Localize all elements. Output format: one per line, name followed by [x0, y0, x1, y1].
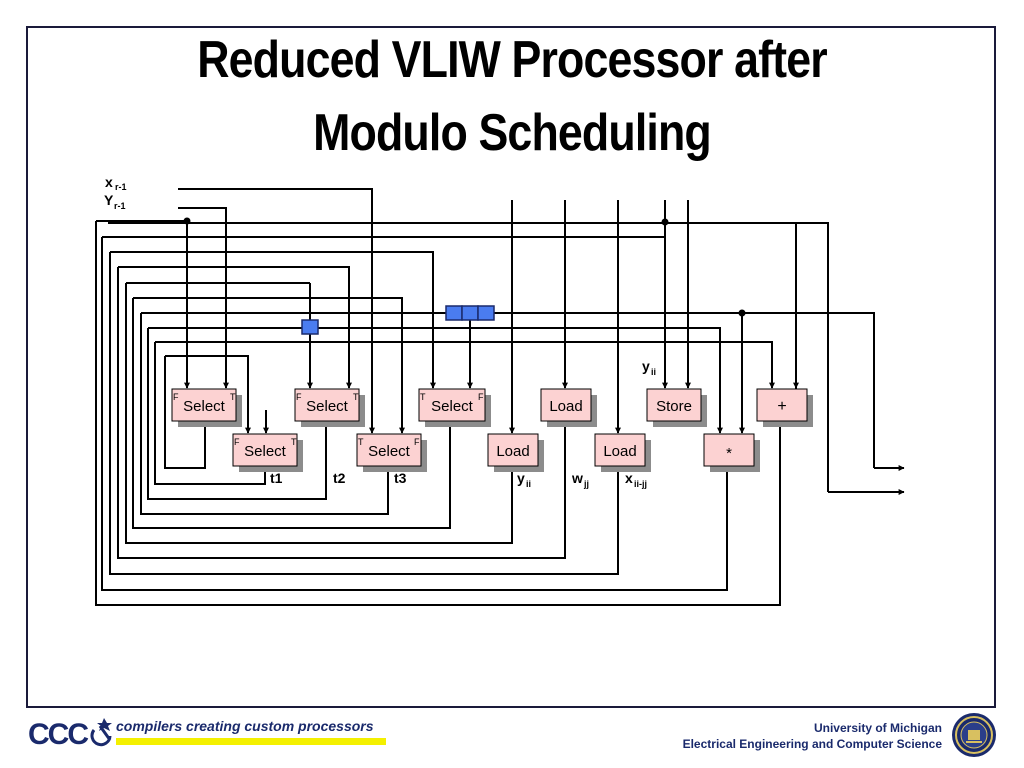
svg-text:T: T	[291, 437, 297, 447]
signal-y: y	[517, 470, 525, 486]
svg-text:Load: Load	[549, 398, 582, 415]
svg-text:T: T	[230, 392, 236, 402]
signal-y-subscript: ii	[526, 479, 531, 489]
university-block: University of Michigan Electrical Engine…	[683, 720, 942, 752]
svg-text:+: +	[777, 398, 786, 415]
svg-text:Select: Select	[431, 398, 474, 415]
svg-text:Store: Store	[656, 398, 692, 415]
register-single	[301, 319, 319, 335]
svg-text:F: F	[478, 392, 484, 402]
registers	[301, 305, 495, 335]
wire-arrows	[184, 250, 905, 495]
signal-w-subscript: jj	[583, 479, 589, 489]
university-seal-icon	[952, 713, 996, 757]
signal-x: x	[625, 470, 633, 486]
wire-add-feed	[108, 222, 797, 250]
signal-labels: t1 t2 t3 y ii w jj x ii-jj y ii	[270, 358, 656, 489]
select-unit-2: F Select T	[232, 433, 303, 472]
select-unit-3: T Select F	[356, 433, 427, 472]
input-x-subscript: r-1	[115, 182, 127, 192]
svg-text:Load: Load	[603, 443, 636, 460]
svg-text:T: T	[358, 437, 364, 447]
add-unit: +	[756, 388, 813, 427]
signal-y-store: y	[642, 358, 650, 374]
signal-t2: t2	[333, 470, 346, 486]
input-y-subscript: r-1	[114, 201, 126, 211]
select-unit-1: F Select T	[171, 388, 242, 427]
ccc-logo: CCC compilers creating custom processors	[28, 716, 386, 758]
university-name: University of Michigan	[813, 721, 942, 735]
select-unit-4: F Select T	[294, 388, 365, 427]
tagline-underline-bar	[116, 738, 386, 745]
junction-dots	[183, 217, 746, 317]
svg-text:F: F	[173, 392, 179, 402]
signal-y-store-subscript: ii	[651, 367, 656, 377]
wires	[95, 188, 875, 606]
signal-w: w	[571, 470, 583, 486]
signal-x-subscript: ii-jj	[634, 479, 647, 489]
register-c	[477, 305, 495, 321]
svg-text:Select: Select	[183, 398, 226, 415]
signal-t3: t3	[394, 470, 407, 486]
load-unit-1: Load	[540, 388, 597, 427]
load-unit-3: Load	[594, 433, 651, 472]
svg-text:F: F	[234, 437, 240, 447]
input-x-label: x	[105, 174, 113, 190]
svg-text:Select: Select	[244, 443, 287, 460]
select-unit-5: T Select F	[418, 388, 491, 427]
slide-title-line-1: Reduced VLIW Processor after	[197, 31, 827, 89]
slide-title-line-2: Modulo Scheduling	[313, 104, 712, 162]
input-labels: x r-1 Y r-1	[104, 174, 127, 211]
signal-t1: t1	[270, 470, 283, 486]
ccc-tagline: compilers creating custom processors	[116, 718, 374, 734]
multiply-unit: *	[703, 433, 760, 472]
svg-text:T: T	[420, 392, 426, 402]
svg-text:F: F	[296, 392, 302, 402]
department-name: Electrical Engineering and Computer Scie…	[682, 737, 942, 751]
svg-text:T: T	[353, 392, 359, 402]
functional-units: F Select T F Select T T Select F F Selec…	[171, 388, 813, 472]
input-y-label: Y	[104, 192, 114, 208]
svg-text:Load: Load	[496, 443, 529, 460]
svg-text:*: *	[726, 445, 732, 462]
register-b	[461, 305, 479, 321]
slide-frame	[26, 26, 996, 708]
store-unit: Store	[646, 388, 707, 427]
register-a	[445, 305, 463, 321]
load-unit-2: Load	[487, 433, 544, 472]
svg-text:Select: Select	[306, 398, 349, 415]
hammer-sickle-icon	[90, 718, 112, 747]
svg-text:F: F	[414, 437, 420, 447]
ccc-logo-text: CCC	[28, 718, 89, 751]
svg-text:Select: Select	[368, 443, 411, 460]
